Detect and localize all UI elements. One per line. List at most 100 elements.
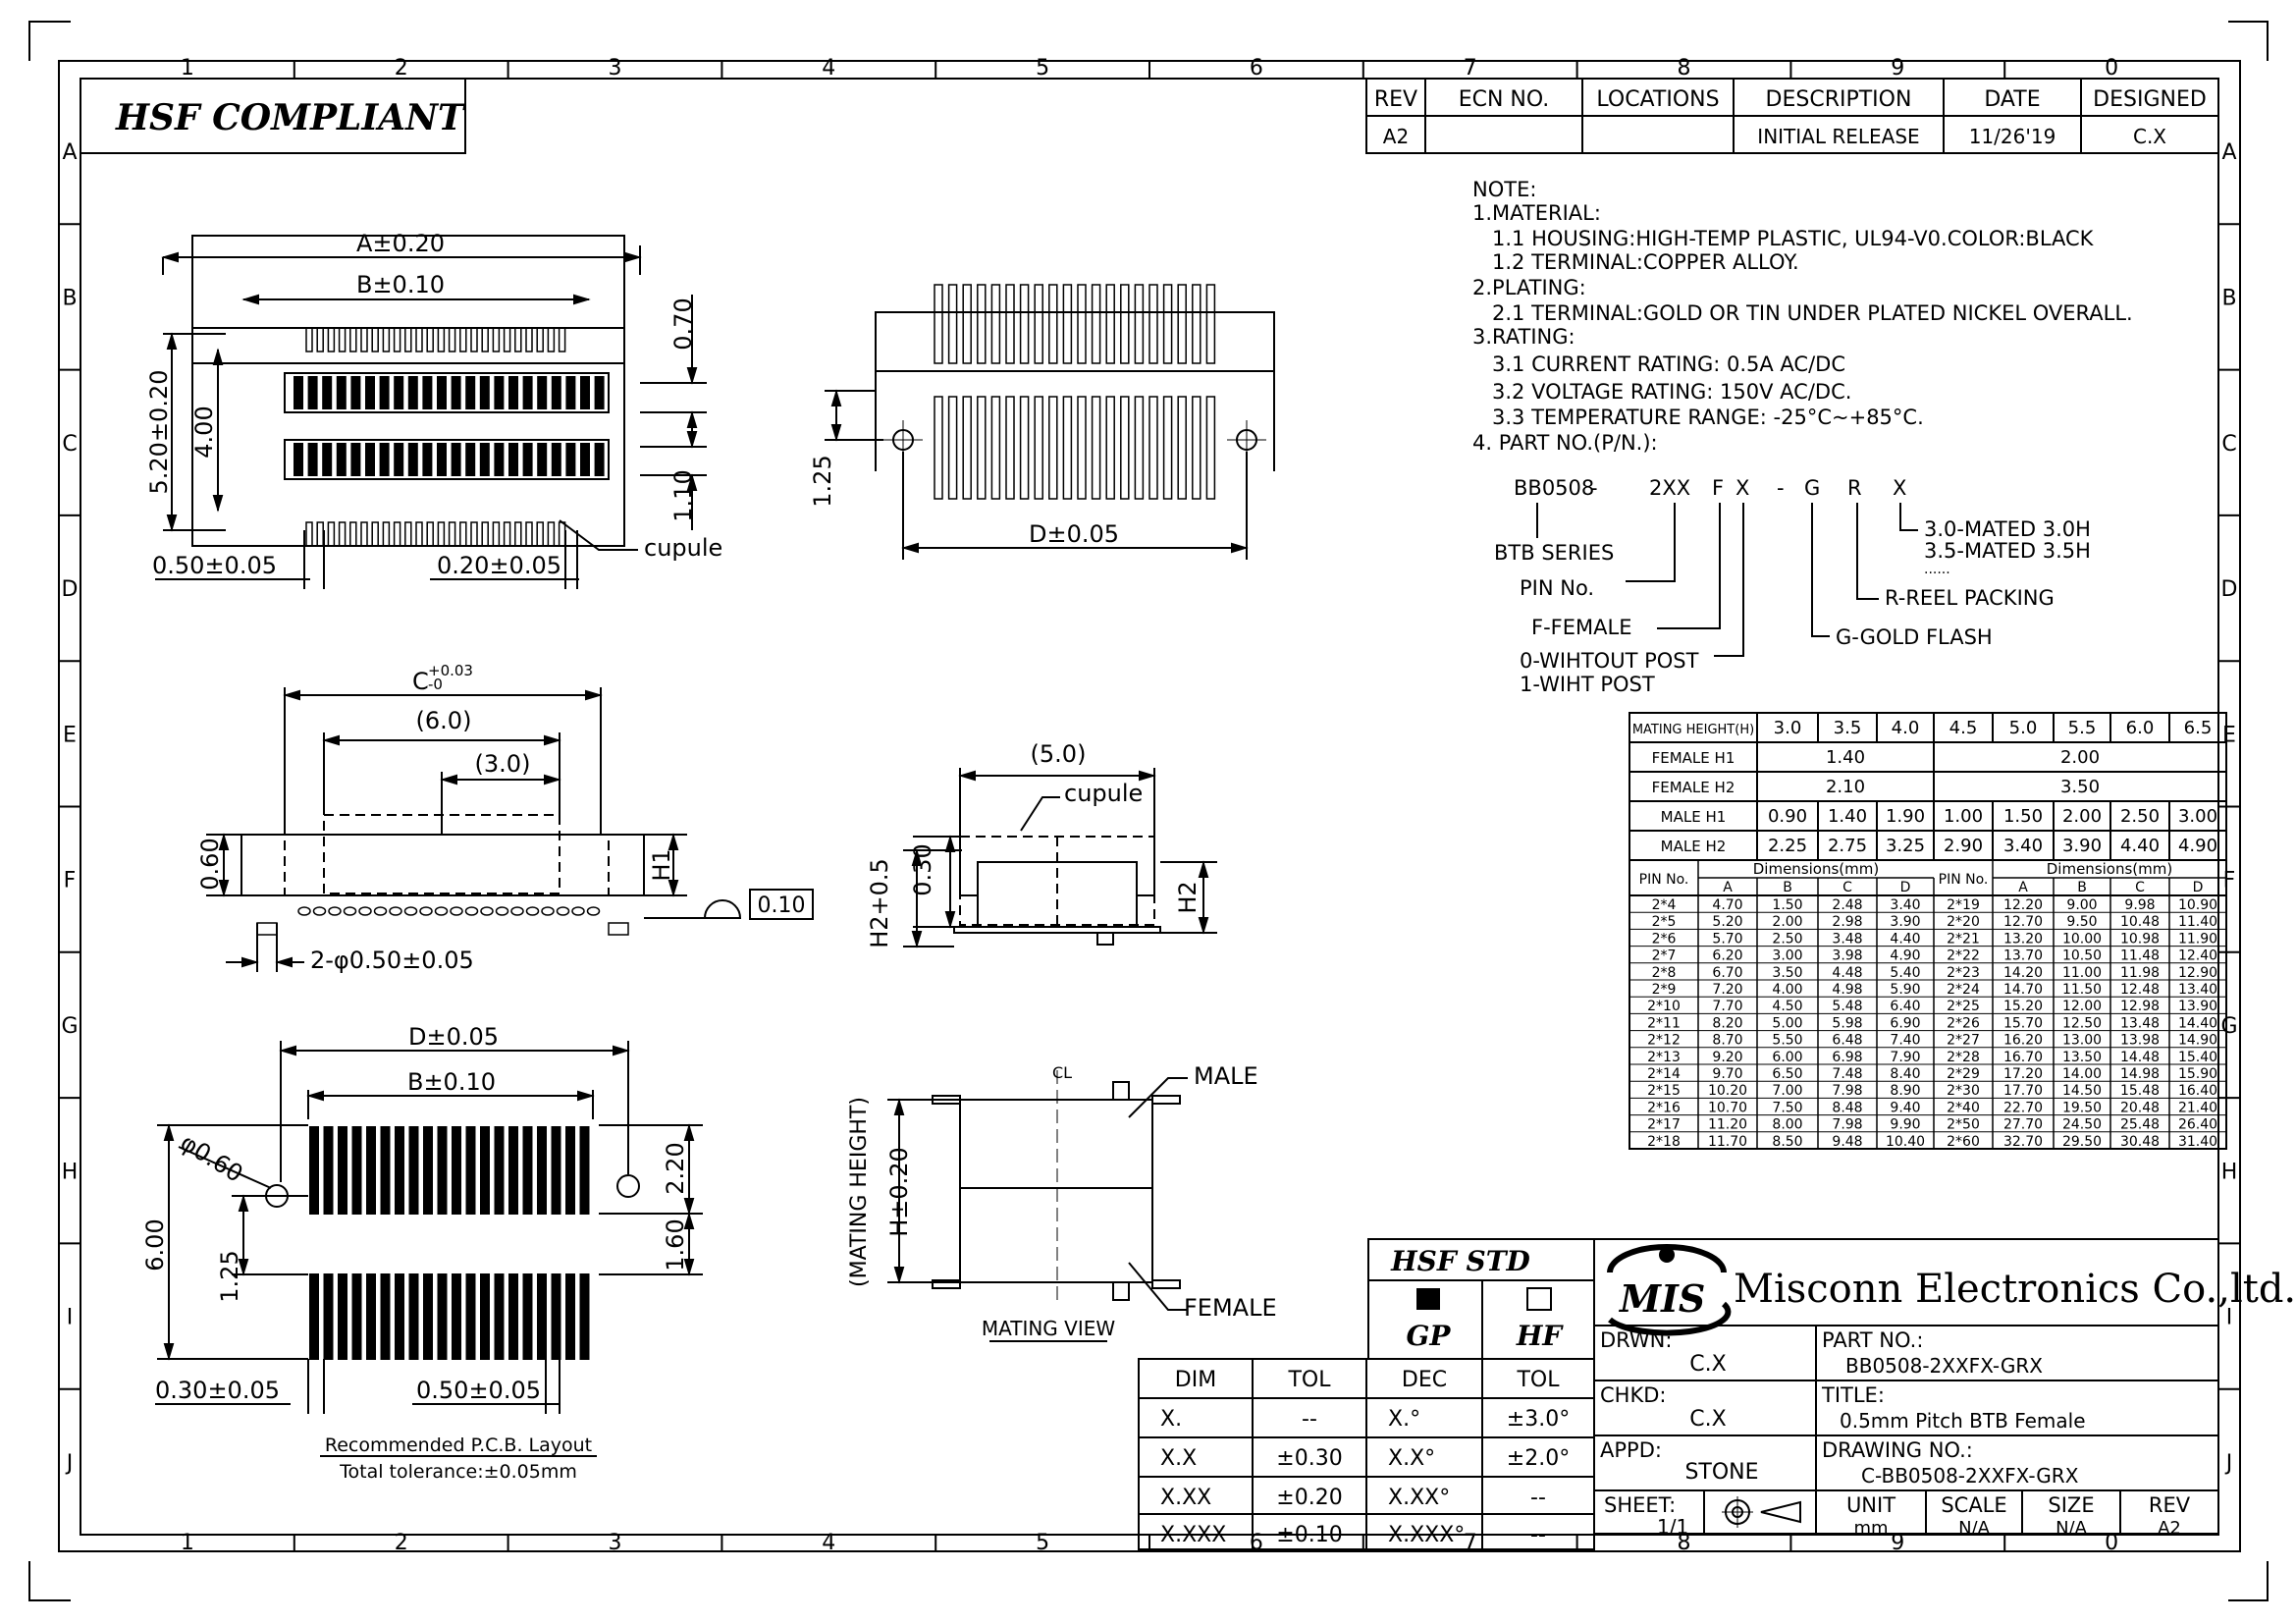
dim-cell: 14.40 xyxy=(2178,1015,2217,1031)
upper-contact xyxy=(422,376,433,409)
dim-cell: 2*20 xyxy=(1947,914,1980,930)
side-contact xyxy=(450,906,463,916)
dim-cell: 5.00 xyxy=(1772,1015,1802,1031)
male-h1-label: MALE H1 xyxy=(1661,808,1727,826)
dim-cell: 13.48 xyxy=(2120,1015,2160,1031)
side-contact xyxy=(586,906,601,916)
height-header: 3.0 xyxy=(1774,718,1802,738)
pad-lower xyxy=(351,1273,362,1360)
dim-cell: 2*9 xyxy=(1652,982,1677,998)
side-view-labels: C +0.03 -0 (6.0) (3.0) 0.60 H1 0.10 2-φ0… xyxy=(196,662,805,974)
dim-cell: 2.98 xyxy=(1832,914,1862,930)
top-view-pins xyxy=(191,327,625,547)
dim-cell: 22.70 xyxy=(2003,1100,2043,1115)
pad-lower xyxy=(380,1273,391,1360)
pad-upper xyxy=(452,1126,461,1215)
dim-cell: 11.20 xyxy=(1708,1117,1747,1133)
top-pin-lower xyxy=(382,521,391,547)
tol-cell: X.X° xyxy=(1388,1446,1435,1471)
dim-cell: 3.48 xyxy=(1832,931,1862,947)
female-h1-high: 2.00 xyxy=(2060,747,2100,768)
upper-contact xyxy=(451,376,461,409)
pn-mated35: 3.5-MATED 3.5H xyxy=(1924,539,2091,563)
dim-cell: 20.48 xyxy=(2120,1100,2160,1115)
lower-tooth xyxy=(1205,396,1216,500)
dim-cell: 5.20 xyxy=(1712,914,1742,930)
note-line: NOTE: xyxy=(1472,178,1536,201)
pcb-dim-0-30: 0.30±0.05 xyxy=(155,1377,280,1404)
upper-contact xyxy=(508,376,518,409)
rev-value: A2 xyxy=(2158,1518,2181,1539)
zone-row-right-J: J xyxy=(2224,1451,2233,1476)
pad-lower xyxy=(323,1273,334,1360)
note-line: 3.2 VOLTAGE RATING: 150V AC/DC. xyxy=(1492,380,1851,404)
dim-cell: 2*6 xyxy=(1652,931,1677,947)
pad-upper xyxy=(309,1126,319,1215)
upper-tooth xyxy=(1192,284,1201,364)
tol-cell: ±0.30 xyxy=(1276,1446,1342,1471)
upper-tooth xyxy=(1162,284,1173,364)
zone-col-bottom-3: 3 xyxy=(609,1531,622,1555)
dim-posts: 2-φ0.50±0.05 xyxy=(310,947,474,974)
top-pin-upper xyxy=(393,327,401,352)
male-h1-value: 1.40 xyxy=(1828,806,1867,827)
pn-code-segment: 2XX xyxy=(1649,476,1690,500)
pcb-layout-tolerance: Total tolerance:±0.05mm xyxy=(339,1461,577,1483)
lower-contact xyxy=(407,443,418,476)
revision-header: DATE xyxy=(1984,87,2040,112)
notes-block: NOTE:1.MATERIAL:1.1 HOUSING:HIGH-TEMP PL… xyxy=(1472,178,2133,455)
upper-tooth xyxy=(1134,284,1145,364)
zone-col-top-7: 7 xyxy=(1464,56,1477,81)
mating-view-labels: CL MALE FEMALE (MATING HEIGHT) H±0.20 MA… xyxy=(847,1062,1277,1340)
dim-cell: 12.90 xyxy=(2178,965,2217,981)
zone-row-left-A: A xyxy=(62,140,77,165)
dim-cell: 16.20 xyxy=(2003,1033,2043,1049)
side-contact xyxy=(464,906,479,916)
upper-tooth xyxy=(1120,284,1130,364)
lower-tooth xyxy=(1177,396,1187,500)
pad-upper xyxy=(565,1126,575,1215)
lower-tooth xyxy=(934,396,943,500)
tol-cell: -- xyxy=(1302,1407,1317,1432)
dim-cell: 19.50 xyxy=(2062,1100,2102,1115)
pad-upper xyxy=(380,1126,391,1215)
tol-cell: X.XXX° xyxy=(1388,1523,1465,1547)
upper-contact xyxy=(522,376,533,409)
dim-cell: 16.40 xyxy=(2178,1083,2217,1099)
zone-row-left-E: E xyxy=(63,723,77,747)
lower-slot xyxy=(284,439,610,480)
lower-contact xyxy=(322,443,333,476)
lower-tooth xyxy=(1134,396,1145,500)
end-view-labels: (5.0) cupule H2+0.5 0.30 H2 xyxy=(866,740,1201,948)
pad-upper xyxy=(508,1126,518,1215)
checked-value: C.X xyxy=(1689,1407,1726,1432)
upper-tooth xyxy=(1177,284,1187,364)
lower-contact xyxy=(465,443,476,476)
title-block: MIS Misconn Electronics Co.,ltd. DRWN: C… xyxy=(1593,1238,2296,1539)
top-pin-upper xyxy=(558,327,566,352)
side-contact xyxy=(312,906,327,916)
zone-row-left-I: I xyxy=(67,1306,74,1330)
drawn-label: DRWN: xyxy=(1600,1328,1672,1352)
dim-cell: 15.20 xyxy=(2003,999,2043,1014)
dim-cell: 2*8 xyxy=(1652,965,1677,981)
top-pin-upper xyxy=(503,327,511,352)
dim-cell: 32.70 xyxy=(2003,1134,2043,1150)
zone-row-left-D: D xyxy=(62,577,79,602)
male-h1-value: 1.50 xyxy=(2003,806,2043,827)
dim-cell: 2*25 xyxy=(1947,999,1980,1014)
lower-tooth xyxy=(1105,396,1115,500)
side-contact xyxy=(434,906,449,916)
note-line: 1.2 TERMINAL:COPPER ALLOY. xyxy=(1492,250,1799,274)
top-pin-lower xyxy=(360,521,368,547)
lower-tooth xyxy=(947,396,958,500)
upper-tooth xyxy=(1034,284,1043,364)
drawing-no-label: DRAWING NO.: xyxy=(1822,1438,1973,1462)
lower-contact xyxy=(365,443,375,476)
dim-cell: 7.40 xyxy=(1890,1033,1920,1049)
side-contact xyxy=(343,906,357,916)
dim-col-header: C xyxy=(2135,880,2145,895)
male-h1-value: 0.90 xyxy=(1768,806,1807,827)
top-pin-lower xyxy=(371,521,379,547)
